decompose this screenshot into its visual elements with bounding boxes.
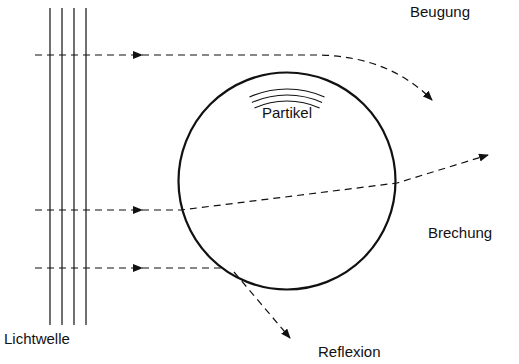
phenomenon-label: Beugung xyxy=(410,3,470,21)
wave-fronts xyxy=(50,8,86,325)
particle-circle: Partikel xyxy=(177,71,397,291)
light-rays xyxy=(35,55,488,338)
internal-wave-arc xyxy=(252,95,322,102)
internal-wave-arc xyxy=(249,89,324,97)
particle-label: Partikel xyxy=(177,71,397,122)
phenomenon-label: Brechung xyxy=(428,224,492,242)
phenomenon-label: Reflexion xyxy=(318,343,381,361)
phenomenon-label: Lichtwelle xyxy=(4,330,70,348)
